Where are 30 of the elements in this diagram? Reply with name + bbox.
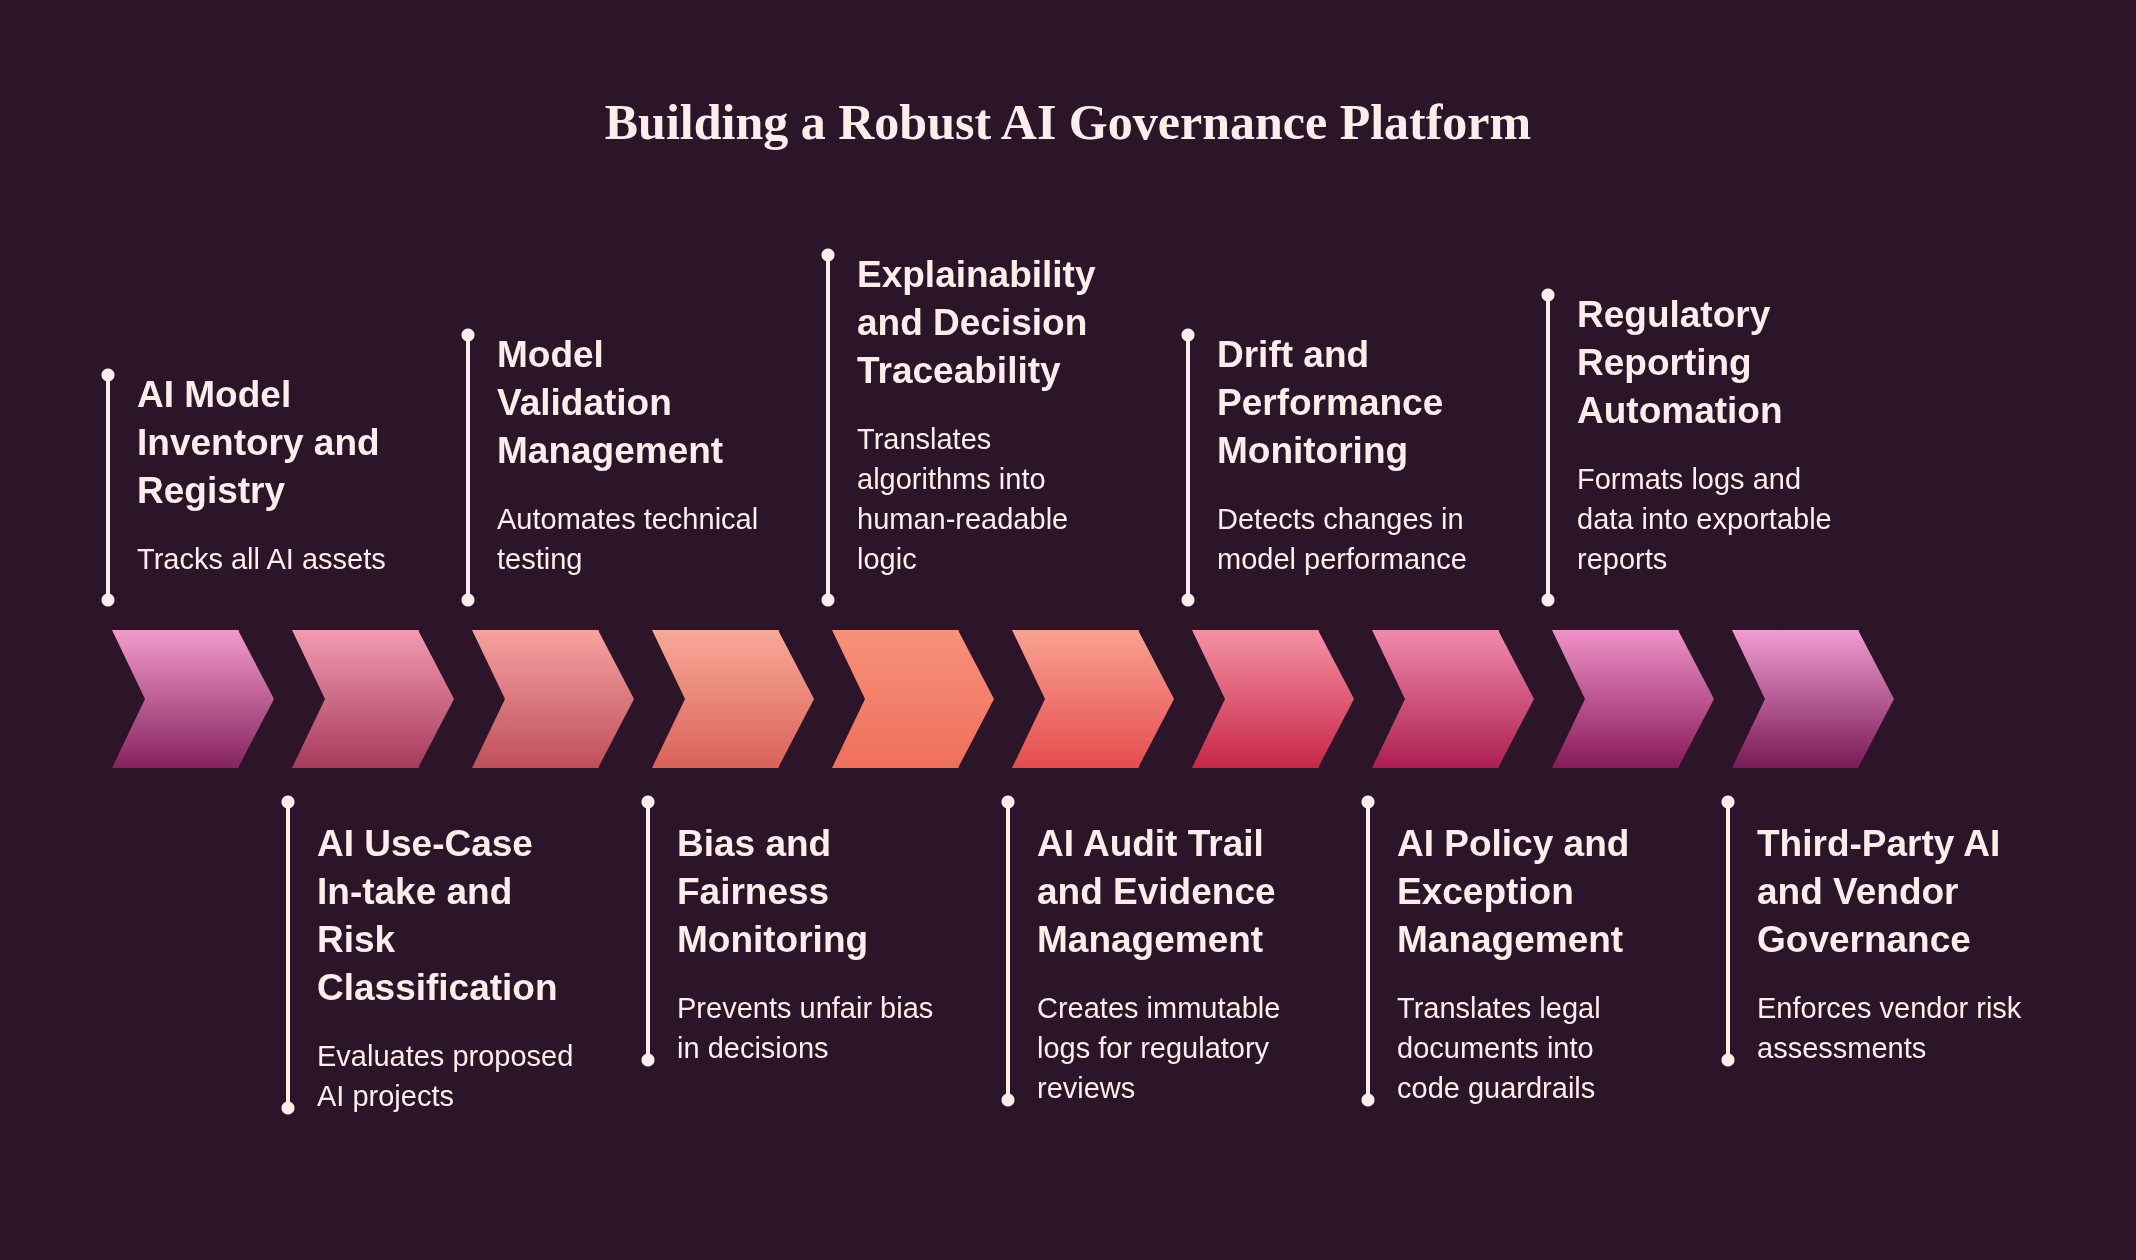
step-title: Third-Party AI and Vendor Governance xyxy=(1757,822,2002,962)
step-description: Translates algorithms into human-readable logic xyxy=(857,422,1070,577)
chevron-tip-arrow xyxy=(1858,630,1894,768)
chevron-tip-arrow xyxy=(778,630,814,768)
chevron-tip-arrow xyxy=(1138,630,1174,768)
step-title: Bias and Fairness Monitoring xyxy=(677,822,870,962)
step-description: Creates immutable logs for regulatory reviews xyxy=(1037,991,1282,1106)
step-title: Model Validation Management xyxy=(497,333,725,473)
step-title: Explainability and Decision Traceability xyxy=(857,253,1097,393)
chevron-tip-arrow xyxy=(418,630,454,768)
chevron-tip-arrow xyxy=(1318,630,1354,768)
step-title: AI Model Inventory and Registry xyxy=(137,373,381,513)
chevron-tip-arrow xyxy=(1678,630,1714,768)
chevron-tip-arrow xyxy=(598,630,634,768)
step-description: Evaluates proposed AI projects xyxy=(317,1039,575,1114)
chevron-tip-arrow xyxy=(958,630,994,768)
step-title: AI Use-Case In-take and Risk Classification xyxy=(317,822,559,1010)
step-title: AI Policy and Exception Management xyxy=(1397,822,1631,962)
step-title: AI Audit Trail and Evidence Management xyxy=(1037,822,1277,962)
step-description: Tracks all AI assets xyxy=(137,542,387,577)
step-description: Detects changes in model performance xyxy=(1217,502,1468,577)
step-description: Translates legal documents into code guardrails xyxy=(1397,991,1602,1106)
step-description: Prevents unfair bias in decisions xyxy=(677,991,935,1066)
chevron-tip-arrow xyxy=(1498,630,1534,768)
diagram-title: Building a Robust AI Governance Platform xyxy=(604,93,1532,152)
step-description: Formats logs and data into exportable reports xyxy=(1577,462,1833,577)
step-title: Drift and Performance Monitoring xyxy=(1217,333,1445,473)
step-description: Automates technical testing xyxy=(497,502,760,577)
step-title: Regulatory Reporting Automation xyxy=(1577,293,1784,433)
step-description: Enforces vendor risk assessments xyxy=(1757,991,2023,1066)
